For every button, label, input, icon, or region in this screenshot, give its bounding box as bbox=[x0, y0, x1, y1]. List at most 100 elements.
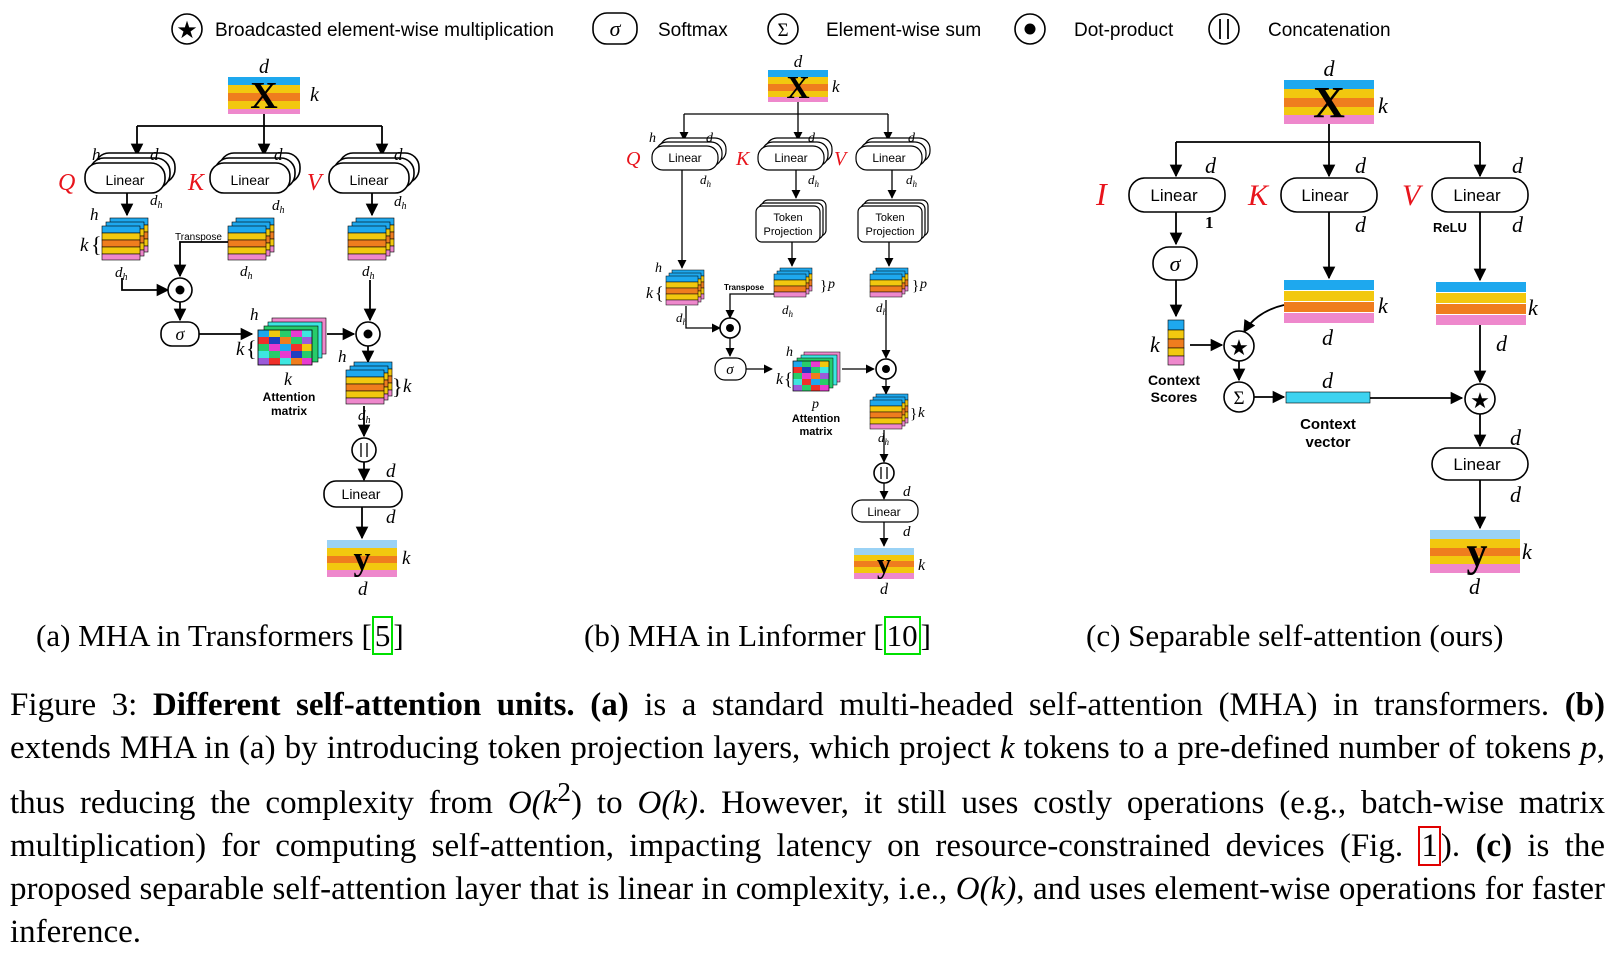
context-vector-c: d Context vector bbox=[1285, 368, 1371, 451]
svg-text:Linear: Linear bbox=[231, 172, 270, 188]
linear-q-a: Linear h d dh Q bbox=[58, 145, 176, 211]
svg-text:dh: dh bbox=[394, 194, 407, 212]
subcaption-a: (a) MHA in Transformers [5] bbox=[36, 616, 404, 655]
svg-text:}: } bbox=[392, 374, 403, 399]
svg-text:d: d bbox=[386, 507, 396, 528]
svg-text:Linear: Linear bbox=[1301, 186, 1349, 205]
svg-text:h: h bbox=[649, 131, 656, 146]
svg-text:d: d bbox=[1510, 482, 1522, 507]
svg-text:d: d bbox=[903, 484, 911, 500]
token-projection-v-b: Token Projection bbox=[857, 199, 929, 243]
svg-text:k: k bbox=[1150, 332, 1161, 357]
output-y-c: y k d bbox=[1430, 530, 1533, 599]
svg-text:X: X bbox=[786, 69, 809, 105]
svg-text:{: { bbox=[784, 369, 793, 389]
svg-text:dh: dh bbox=[782, 302, 794, 319]
svg-text:h: h bbox=[92, 145, 101, 164]
svg-text:Scores: Scores bbox=[1151, 389, 1198, 405]
legend-concat-label: Concatenation bbox=[1268, 20, 1391, 41]
softmax-c bbox=[1152, 246, 1198, 281]
svg-text:k: k bbox=[832, 77, 840, 96]
svg-text:Transpose: Transpose bbox=[724, 283, 765, 292]
svg-text:dh: dh bbox=[700, 172, 712, 189]
linear-k-b: Linear d dh K bbox=[735, 131, 833, 189]
tensor-q-a: h k { dh bbox=[80, 205, 149, 283]
svg-text:d: d bbox=[274, 145, 283, 164]
svg-text:Linear: Linear bbox=[1453, 455, 1501, 474]
subcaptions: (a) MHA in Transformers [5] (b) MHA in L… bbox=[0, 616, 1615, 668]
svg-text:k: k bbox=[1378, 293, 1389, 318]
svg-text:y: y bbox=[1467, 530, 1488, 576]
svg-text:k: k bbox=[918, 557, 926, 574]
svg-text:dh: dh bbox=[362, 264, 375, 282]
ref-link-fig-1[interactable]: 1 bbox=[1418, 826, 1441, 866]
svg-text:d: d bbox=[150, 145, 159, 164]
svg-text:k: k bbox=[1528, 295, 1539, 320]
svg-text:K: K bbox=[735, 148, 751, 170]
svg-text:dh: dh bbox=[272, 198, 285, 216]
svg-text:Linear: Linear bbox=[867, 505, 900, 519]
svg-text:d: d bbox=[1205, 153, 1217, 178]
linear-q-b: Linear h d dh Q bbox=[626, 131, 727, 189]
svg-text:Context: Context bbox=[1300, 416, 1356, 433]
legend-dot-label: Dot-product bbox=[1074, 20, 1174, 41]
svg-text:{: { bbox=[246, 336, 257, 361]
svg-text:k: k bbox=[284, 369, 293, 389]
svg-text:{: { bbox=[655, 283, 664, 303]
svg-text:d: d bbox=[880, 581, 889, 598]
concat-a bbox=[351, 437, 377, 463]
svg-text:★: ★ bbox=[1229, 335, 1249, 360]
svg-text:h: h bbox=[90, 205, 99, 224]
svg-text:Attention: Attention bbox=[792, 413, 841, 425]
svg-text:σ: σ bbox=[176, 324, 186, 344]
svg-text:dh: dh bbox=[358, 408, 371, 426]
svg-text:k: k bbox=[403, 376, 412, 397]
panel-c: X d k Linear d 1 I Linear d d K Linear d… bbox=[1095, 56, 1539, 599]
svg-text:d: d bbox=[1512, 212, 1524, 237]
concat-legend-icon bbox=[1208, 13, 1240, 45]
svg-text:dh: dh bbox=[876, 300, 888, 317]
svg-text:dh: dh bbox=[240, 264, 253, 282]
svg-text:dh: dh bbox=[808, 172, 820, 189]
svg-text:Σ: Σ bbox=[1233, 388, 1244, 409]
attention-matrix-b: h k { p Attention matrix bbox=[776, 345, 840, 438]
dot-icon bbox=[1024, 23, 1036, 35]
svg-text:k: k bbox=[402, 548, 411, 569]
ref-link-10[interactable]: 10 bbox=[883, 616, 921, 655]
q-label-a: Q bbox=[58, 170, 75, 196]
svg-text:{: { bbox=[91, 232, 102, 257]
svg-text:h: h bbox=[786, 345, 793, 360]
input-x-b: X d k bbox=[768, 52, 840, 105]
star-icon: ★ bbox=[176, 17, 198, 44]
svg-text:Token: Token bbox=[773, 212, 802, 224]
tensor-q-b: h k { dh bbox=[646, 261, 705, 327]
svg-text:y: y bbox=[877, 549, 891, 580]
linear-i-c: Linear d 1 I bbox=[1095, 153, 1226, 232]
svg-text:Attention: Attention bbox=[263, 390, 316, 404]
svg-text:k: k bbox=[1378, 93, 1389, 118]
svg-text:p: p bbox=[811, 397, 819, 412]
linear-k-a: Linear d dh K bbox=[187, 145, 301, 216]
subcaption-b: (b) MHA in Linformer [10] bbox=[584, 616, 931, 655]
svg-text:h: h bbox=[338, 347, 347, 366]
linear-v-b: Linear d dh V bbox=[834, 131, 931, 189]
svg-text:dh: dh bbox=[676, 310, 688, 327]
softmax-legend-icon bbox=[592, 12, 638, 45]
linear-k-c: Linear d d K bbox=[1247, 153, 1378, 237]
panel-b: X d k Linear h d dh Q Linear d dh K bbox=[626, 52, 931, 598]
svg-text:}: } bbox=[820, 278, 827, 294]
svg-text:d: d bbox=[1355, 212, 1367, 237]
legend-sum-label: Element-wise sum bbox=[826, 20, 981, 41]
svg-text:V: V bbox=[834, 148, 849, 170]
svg-text:dh: dh bbox=[150, 193, 163, 211]
svg-text:Linear: Linear bbox=[872, 151, 905, 165]
tensor-v-b: } p dh bbox=[869, 267, 927, 317]
svg-text:σ: σ bbox=[726, 362, 734, 378]
i-label-c: I bbox=[1095, 176, 1108, 212]
svg-text:Linear: Linear bbox=[350, 172, 389, 188]
svg-text:ReLU: ReLU bbox=[1433, 220, 1467, 235]
svg-text:d: d bbox=[394, 145, 403, 164]
svg-text:d: d bbox=[908, 131, 916, 146]
ref-link-5[interactable]: 5 bbox=[371, 616, 394, 655]
svg-text:d: d bbox=[903, 524, 911, 540]
